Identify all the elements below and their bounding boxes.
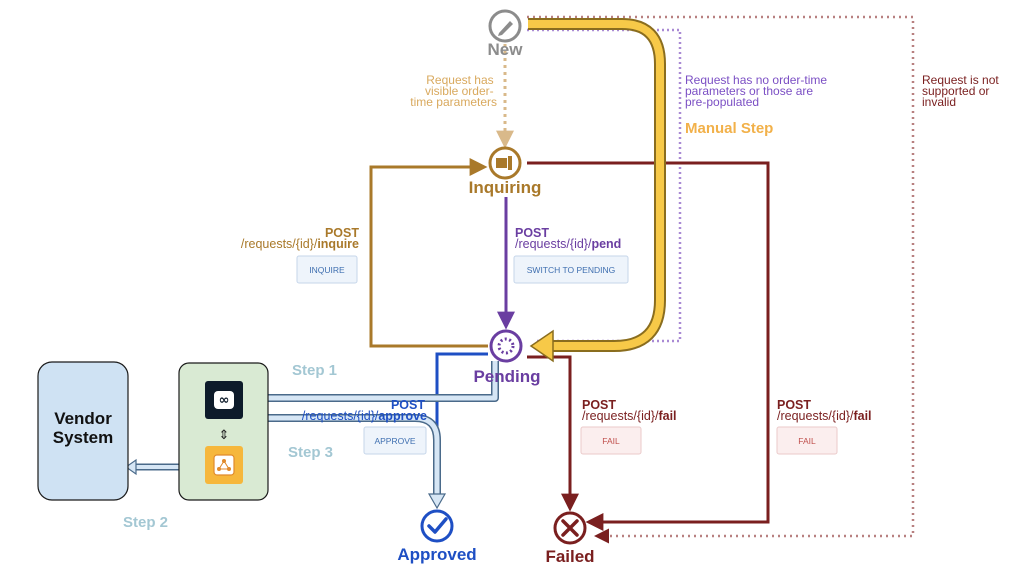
edge-inquiring-to-failed [527,161,770,531]
vendor-label-line2: System [53,428,113,447]
edge-pending-to-failed [527,355,579,512]
step2-arrowhead-left [124,458,137,476]
step2-label: Step 2 [123,514,168,531]
approve-method: POST [391,398,425,412]
check-icon [420,509,454,543]
fail-inquiring-path: /requests/{id}/fail [777,409,872,423]
state-inquiring-label: Inquiring [469,178,542,197]
manual-step-label: Manual Step [685,120,773,137]
note-no-params: Request has no order-time parameters or … [685,73,830,109]
svg-text:∞: ∞ [219,393,230,408]
inquire-method: POST [325,226,359,240]
manual-step-arrow-fill [528,20,664,350]
approve-button-label: APPROVE [374,436,415,446]
pencil-icon [488,9,522,43]
edge-new-to-failed-dotted [527,15,915,544]
step1-arrow [255,361,498,401]
fail-inquiring-method: POST [777,398,811,412]
inquire-button[interactable] [296,255,358,284]
state-failed-label: Failed [545,547,594,566]
fail-button-pending[interactable] [580,426,642,455]
fail-pending-method: POST [582,398,616,412]
note-visible-params: Request has visible order- time paramete… [410,73,497,109]
transition-fail-inquiring: POST /requests/{id}/fail FAIL [776,398,872,455]
pend-method: POST [515,226,549,240]
state-inquiring: Inquiring [469,146,542,197]
switch-to-pending-button-label: SWITCH TO PENDING [527,265,615,275]
vendor-label-line1: Vendor [54,409,112,428]
pend-path: /requests/{id}/pend [515,237,621,251]
spinner-icon [489,329,523,363]
approve-button[interactable] [363,426,427,455]
transition-inquire: POST /requests/{id}/inquire INQUIRE [241,226,359,284]
edge-pending-to-inquiring [369,158,488,348]
transition-pend: POST /requests/{id}/pend SWITCH TO PENDI… [513,226,629,284]
state-approved-label: Approved [397,545,476,564]
updown-arrow-icon: ⇕ [219,428,230,443]
transition-approve: POST /requests/{id}/approve APPROVE [302,398,427,455]
approve-path: /requests/{id}/approve [302,409,427,423]
manual-step-arrowhead [529,329,554,363]
fail-button-inquiring-label: FAIL [798,436,816,446]
manual-step-arrow [528,18,666,352]
integration-box: ∞ ⇕ [178,362,269,501]
state-pending: Pending [473,329,541,386]
step1-arrow-outline [255,361,499,402]
switch-to-pending-button[interactable] [513,255,629,284]
state-new: New [488,9,524,59]
state-failed: Failed [545,511,595,566]
state-pending-label: Pending [473,367,540,386]
transition-fail-pending: POST /requests/{id}/fail FAIL [580,398,677,455]
note-not-supported: Request is not supported or invalid [922,73,1002,109]
step3-arrowhead [427,493,447,510]
inquire-button-label: INQUIRE [309,265,345,275]
fail-button-inquiring[interactable] [776,426,838,455]
state-new-label: New [488,40,524,59]
fail-pending-path: /requests/{id}/fail [582,409,677,423]
vendor-system-box: Vendor System [37,361,129,501]
step3-label: Step 3 [288,444,333,461]
step1-label: Step 1 [292,362,337,379]
inquire-path: /requests/{id}/inquire [241,237,359,251]
state-approved: Approved [397,509,477,564]
step3-arrow [253,415,440,496]
fail-button-pending-label: FAIL [602,436,620,446]
